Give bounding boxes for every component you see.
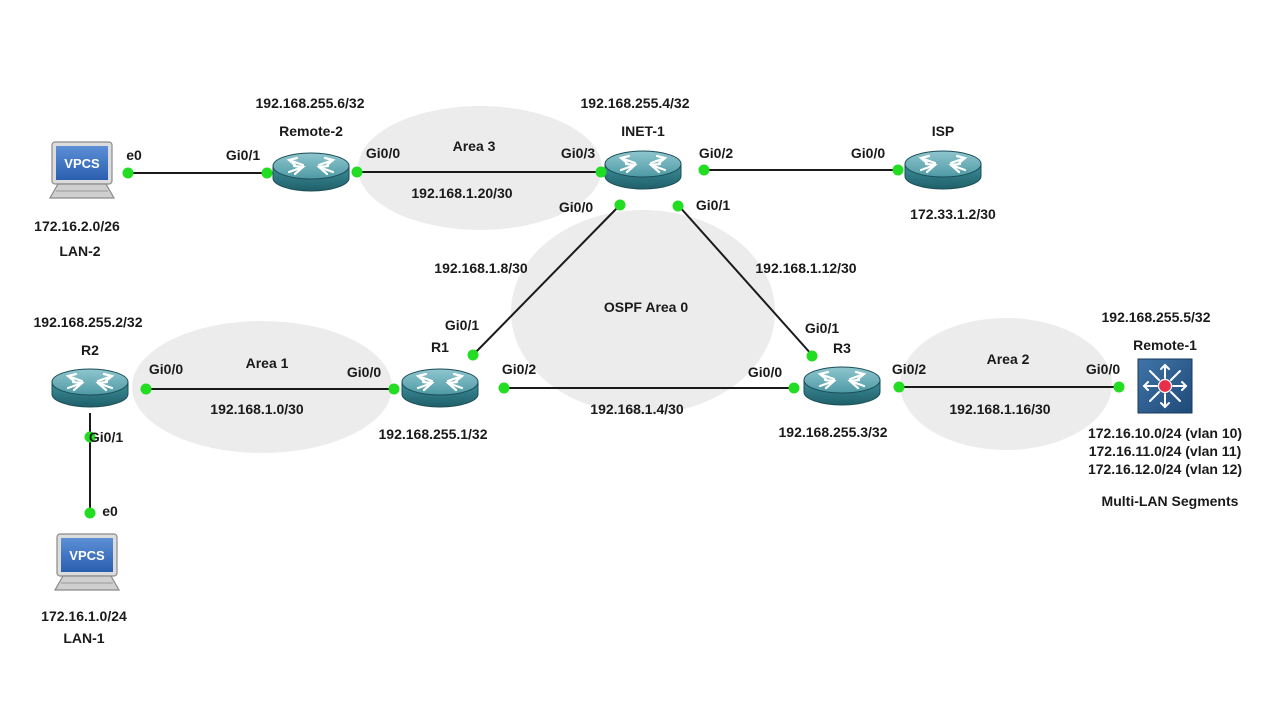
port-label-r1-gi01: Gi0/1 bbox=[445, 317, 479, 333]
isp-subnet: 172.33.1.2/30 bbox=[910, 206, 996, 222]
subnet-192-168-1-20: 192.168.1.20/30 bbox=[411, 185, 512, 201]
port-dot-inet1-gi01 bbox=[672, 200, 684, 212]
lan-2-name: LAN-2 bbox=[59, 243, 100, 259]
port-dot-r1-gi02 bbox=[498, 382, 510, 394]
lan-1-name: LAN-1 bbox=[63, 630, 104, 646]
port-label-r1-gi02: Gi0/2 bbox=[502, 361, 536, 377]
remote-2-name: Remote-2 bbox=[279, 123, 343, 139]
router-icon bbox=[50, 367, 130, 409]
remote-2-loopback: 192.168.255.6/32 bbox=[256, 95, 365, 111]
port-label-vpcs2-e0: e0 bbox=[126, 147, 142, 163]
port-dot-inet1-gi00 bbox=[614, 199, 626, 211]
link-inet1-r1 bbox=[472, 204, 621, 356]
port-dot-isp-gi00 bbox=[892, 164, 904, 176]
remote-1-vlan-10: 172.16.10.0/24 (vlan 10) bbox=[1088, 425, 1242, 441]
port-label-inet1-gi02: Gi0/2 bbox=[699, 145, 733, 161]
port-dot-vpcs2-e0 bbox=[122, 167, 134, 179]
subnet-192-168-1-16: 192.168.1.16/30 bbox=[949, 401, 1050, 417]
port-dot-r1-gi01 bbox=[467, 349, 479, 361]
area-1-region bbox=[132, 321, 392, 453]
port-dot-inet1-gi02 bbox=[698, 164, 710, 176]
r2-router[interactable] bbox=[50, 367, 130, 409]
remote-1-name: Remote-1 bbox=[1133, 337, 1197, 353]
pc-screen-label: VPCS bbox=[69, 548, 105, 563]
port-label-remote2-gi01: Gi0/1 bbox=[226, 147, 260, 163]
router-icon bbox=[271, 151, 351, 193]
remote-1-loopback: 192.168.255.5/32 bbox=[1102, 309, 1211, 325]
port-dot-remote2-gi00 bbox=[351, 166, 363, 178]
r2-name: R2 bbox=[81, 342, 99, 358]
port-dot-remote1-gi00 bbox=[1113, 381, 1125, 393]
remote-1-vlan-12: 172.16.12.0/24 (vlan 12) bbox=[1088, 461, 1242, 477]
subnet-192-168-1-12: 192.168.1.12/30 bbox=[755, 260, 856, 276]
port-label-r2-gi01: Gi0/1 bbox=[89, 429, 123, 445]
link-inet1-r3 bbox=[677, 204, 813, 356]
port-label-inet1-gi03: Gi0/3 bbox=[561, 145, 595, 161]
port-dot-remote2-gi01 bbox=[261, 167, 273, 179]
area-1-label: Area 1 bbox=[246, 355, 289, 371]
port-label-r1-gi00: Gi0/0 bbox=[347, 364, 381, 380]
area-2-label: Area 2 bbox=[987, 351, 1030, 367]
port-dot-vpcs1-e0 bbox=[84, 507, 96, 519]
r3-loopback: 192.168.255.3/32 bbox=[779, 424, 888, 440]
inet-1-name: INET-1 bbox=[621, 123, 665, 139]
remote-1-switch[interactable] bbox=[1137, 358, 1193, 414]
port-label-r3-gi01: Gi0/1 bbox=[805, 320, 839, 336]
port-label-inet1-gi01: Gi0/1 bbox=[696, 197, 730, 213]
area-3-label: Area 3 bbox=[453, 138, 496, 154]
devices-layer: VPCS VPCS bbox=[49, 141, 1193, 591]
pc-screen-label: VPCS bbox=[64, 156, 100, 171]
subnet-192-168-1-0: 192.168.1.0/30 bbox=[210, 401, 304, 417]
multilayer-switch-icon bbox=[1137, 358, 1193, 414]
isp-router[interactable] bbox=[903, 149, 983, 191]
port-label-remote2-gi00: Gi0/0 bbox=[366, 145, 400, 161]
port-dot-r2-gi00 bbox=[140, 383, 152, 395]
r1-name: R1 bbox=[431, 339, 449, 355]
router-icon bbox=[400, 367, 480, 409]
inet-1-router[interactable] bbox=[603, 149, 683, 191]
area-0-label: OSPF Area 0 bbox=[604, 299, 689, 315]
r1-router[interactable] bbox=[400, 367, 480, 409]
remote-2-router[interactable] bbox=[271, 151, 351, 193]
labels-layer: 192.168.255.6/32 Remote-2 192.168.255.4/… bbox=[34, 95, 1243, 646]
r2-loopback: 192.168.255.2/32 bbox=[34, 314, 143, 330]
ospf-areas-layer bbox=[132, 106, 1112, 453]
port-dot-r3-gi02 bbox=[893, 381, 905, 393]
links-layer bbox=[89, 169, 1119, 513]
r3-name: R3 bbox=[833, 340, 851, 356]
port-label-r3-gi02: Gi0/2 bbox=[892, 361, 926, 377]
port-dot-r1-gi00 bbox=[388, 383, 400, 395]
router-icon bbox=[603, 149, 683, 191]
subnet-192-168-1-4: 192.168.1.4/30 bbox=[590, 401, 684, 417]
r3-router[interactable] bbox=[802, 365, 882, 407]
port-label-r3-gi00: Gi0/0 bbox=[748, 364, 782, 380]
remote-1-vlan-11: 172.16.11.0/24 (vlan 11) bbox=[1089, 443, 1242, 459]
port-label-r2-gi00: Gi0/0 bbox=[149, 361, 183, 377]
port-dot-r3-gi00 bbox=[788, 382, 800, 394]
router-icon bbox=[903, 149, 983, 191]
port-label-remote1-gi00: Gi0/0 bbox=[1086, 361, 1120, 377]
area-0-region bbox=[511, 210, 775, 414]
port-label-inet1-gi00: Gi0/0 bbox=[559, 199, 593, 215]
r1-loopback: 192.168.255.1/32 bbox=[379, 426, 488, 442]
subnet-192-168-1-8: 192.168.1.8/30 bbox=[434, 260, 528, 276]
router-icon bbox=[802, 365, 882, 407]
lan-1-subnet: 172.16.1.0/24 bbox=[41, 608, 127, 624]
port-label-isp-gi00: Gi0/0 bbox=[851, 145, 885, 161]
port-label-vpcs1-e0: e0 bbox=[102, 503, 118, 519]
port-dot-inet1-gi03 bbox=[595, 166, 607, 178]
vpcs-lan-2[interactable]: VPCS bbox=[49, 141, 115, 199]
multi-lan-caption: Multi-LAN Segments bbox=[1102, 493, 1239, 509]
port-dot-r2-gi01 bbox=[84, 431, 96, 443]
isp-name: ISP bbox=[932, 123, 955, 139]
port-dot-r3-gi01 bbox=[806, 350, 818, 362]
inet-1-loopback: 192.168.255.4/32 bbox=[581, 95, 690, 111]
lan-2-subnet: 172.16.2.0/26 bbox=[34, 218, 120, 234]
port-indicators-layer bbox=[84, 164, 1125, 519]
vpcs-lan-1[interactable]: VPCS bbox=[54, 533, 120, 591]
area-2-region bbox=[900, 318, 1112, 450]
area-3-region bbox=[358, 106, 602, 230]
